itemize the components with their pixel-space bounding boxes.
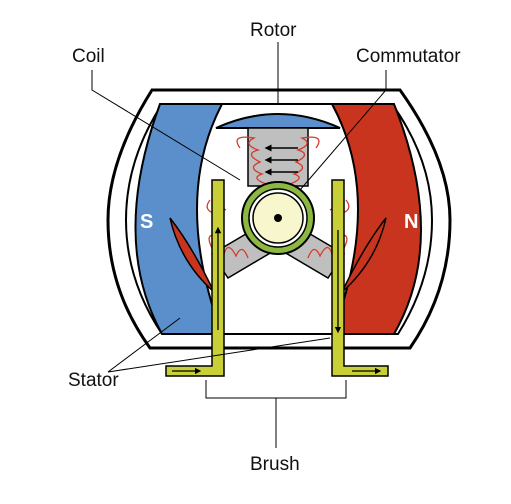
right-brush [331,179,389,377]
armature-pole-shoe-top [215,113,341,129]
stator-leader-line-right [107,337,331,373]
brush-bracket [205,380,347,399]
stator-label: Stator [68,370,119,391]
rotor-label: Rotor [250,20,297,41]
commutator-label: Commutator [356,46,461,67]
shaft-center-dot [274,214,282,222]
current-arrows [264,144,298,176]
left-brush [165,179,225,377]
brush-current-arrows [172,226,382,375]
commutator-leader-line [299,70,387,191]
south-pole-label: S [140,211,153,233]
north-pole-label: N [404,211,418,233]
coil-label: Coil [72,46,105,67]
coil-leader-line [91,70,241,181]
stator-leader-line-left [107,317,181,373]
brush-label: Brush [250,454,300,475]
